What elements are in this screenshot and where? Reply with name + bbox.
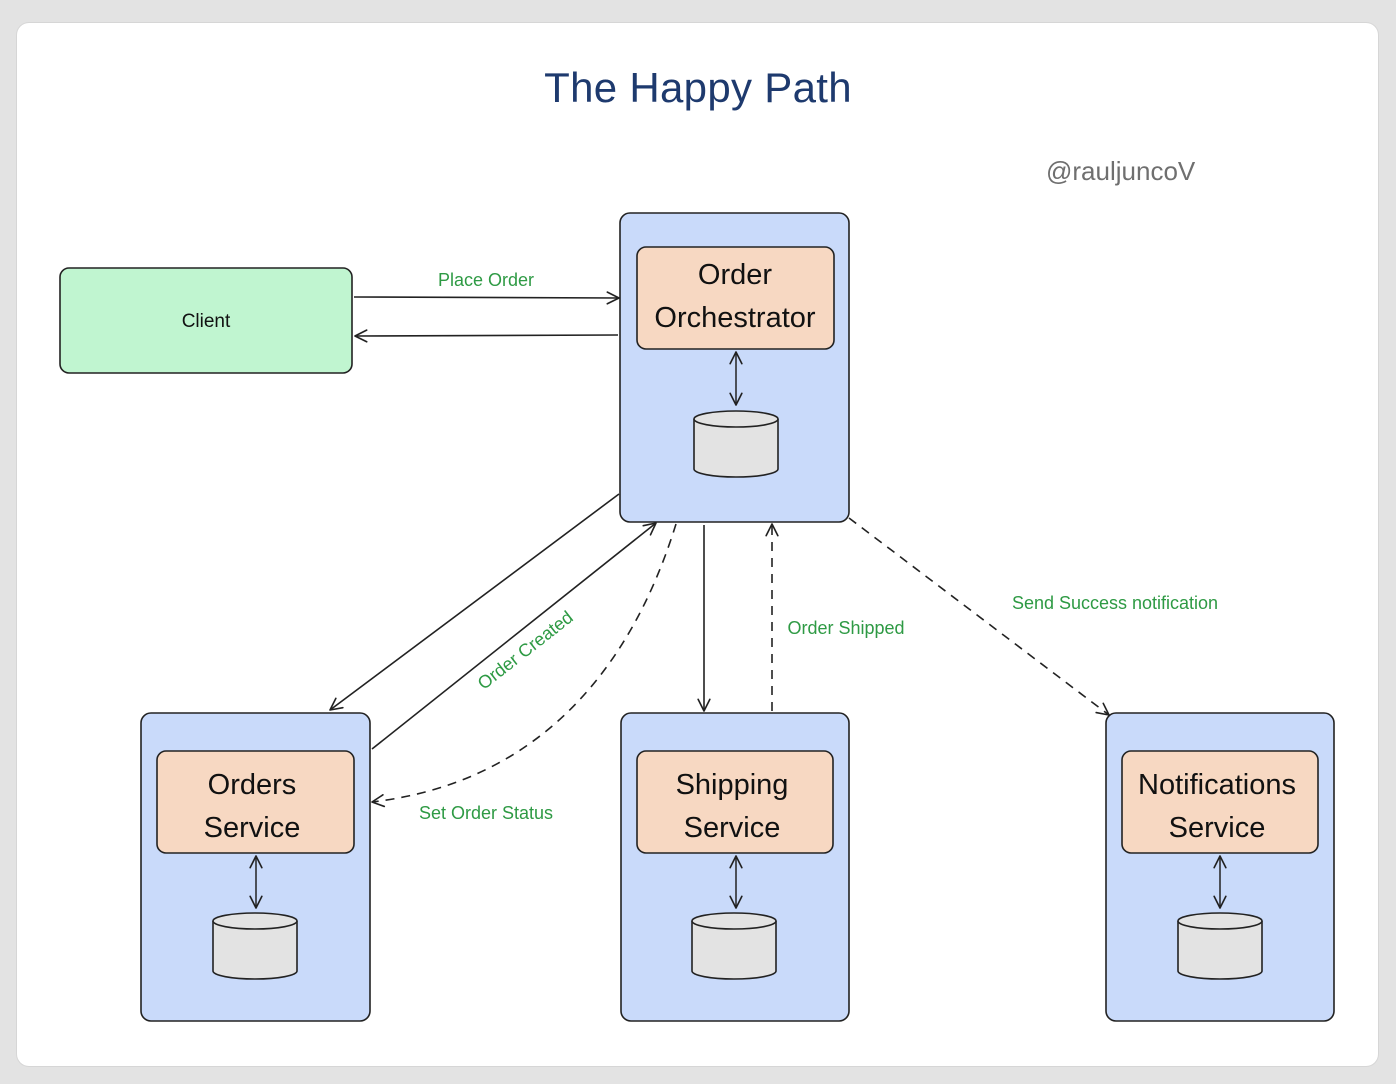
orchestrator-database-icon: [693, 410, 779, 478]
notifications-label-line2: Service: [1169, 812, 1266, 844]
orchestrator-component: [636, 246, 835, 350]
order-created-label: Order Created: [474, 607, 577, 694]
notifications-database-icon: [1177, 912, 1263, 980]
orchestrator-label-line1: Order: [698, 259, 772, 291]
orders-component: [156, 750, 355, 854]
client-label: Client: [182, 311, 231, 332]
order-response-arrow: [354, 329, 619, 343]
notifications-component: [1121, 750, 1319, 854]
shipping-label-line1: Shipping: [676, 769, 789, 801]
place-order-arrow: [353, 291, 620, 305]
order-created-arrow: [371, 522, 657, 750]
shipping-component: [636, 750, 834, 854]
shipping-database-icon: [691, 912, 777, 980]
orders-service-node: Orders Service: [140, 712, 371, 1022]
author-watermark: @rauljuncoV: [1046, 156, 1196, 186]
send-success-arrow: [848, 517, 1110, 716]
shipping-label-line2: Service: [684, 812, 781, 844]
orders-label-line1: Orders: [208, 769, 297, 801]
create-order-arrow: [329, 493, 620, 711]
notifications-service-node: Notifications Service: [1105, 712, 1335, 1022]
orchestrator-label-line2: Orchestrator: [654, 302, 815, 334]
client-node: Client: [59, 267, 353, 374]
orders-label-line2: Service: [204, 812, 301, 844]
shipping-service-node: Shipping Service: [620, 712, 850, 1022]
set-order-status-label: Set Order Status: [419, 803, 553, 823]
place-order-label: Place Order: [438, 270, 534, 290]
orders-database-icon: [212, 912, 298, 980]
notifications-label-line1: Notifications: [1138, 769, 1296, 801]
diagram-title: The Happy Path: [544, 64, 852, 111]
send-success-label: Send Success notification: [1012, 593, 1218, 613]
orchestrator-node: Order Orchestrator: [619, 212, 850, 523]
order-shipped-label: Order Shipped: [787, 618, 904, 638]
set-order-status-arrow: [371, 523, 677, 808]
